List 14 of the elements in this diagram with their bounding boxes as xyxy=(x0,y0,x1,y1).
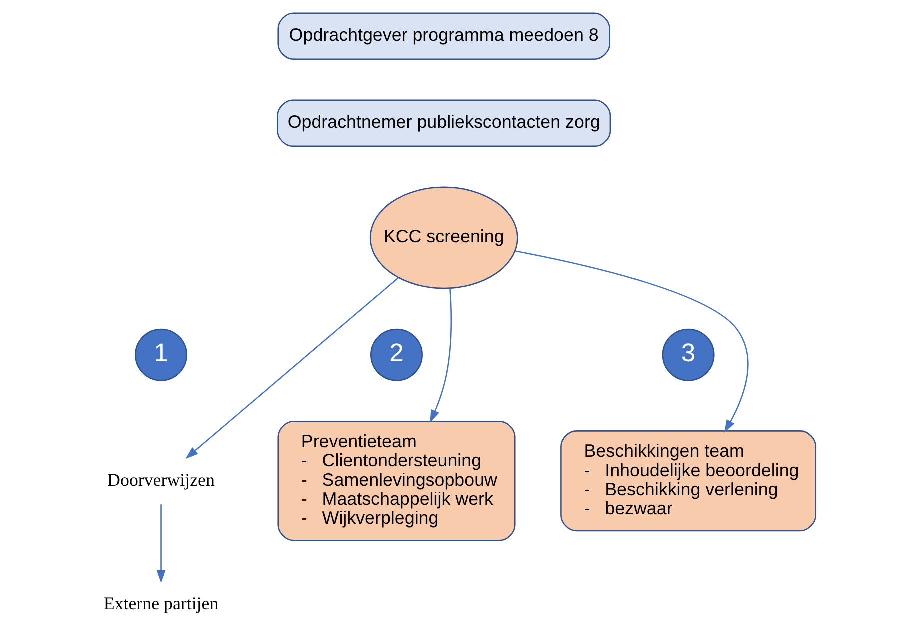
arrow xyxy=(156,504,166,584)
node-circle: 2 xyxy=(370,328,423,382)
arrow xyxy=(186,277,400,460)
node-box: Beschikkingen team - Inhoudelijke beoordeling - Beschikking verlening - bezwaar xyxy=(560,430,817,532)
node-ellipse: KCC screening xyxy=(370,186,518,290)
arrow xyxy=(515,250,749,433)
node-circle: 3 xyxy=(662,328,715,382)
node-text: Doorverwijzen xyxy=(108,470,215,490)
arrow xyxy=(430,288,452,423)
node-text: Externe partijen xyxy=(104,593,219,614)
node-box: Opdrachtgever programma meedoen 8 xyxy=(278,12,610,60)
node-box: Preventieteam - Clientondersteuning - Samenlevingsopbouw - Maatschappelijk werk - Wijkverpleging xyxy=(278,420,516,542)
node-box: Opdrachtnemer publiekscontacten zorg xyxy=(277,100,612,148)
node-circle: 1 xyxy=(135,328,188,382)
